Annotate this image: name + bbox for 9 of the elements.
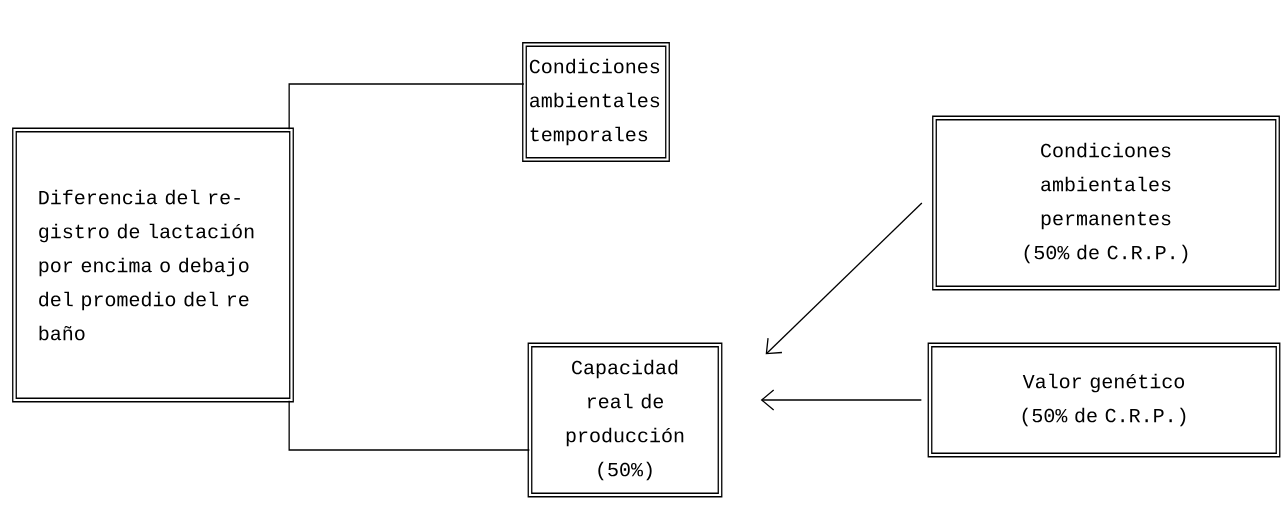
connector-line <box>288 83 525 130</box>
connector-line <box>288 400 530 451</box>
text-box: Capacidad real de producción (50%) <box>527 342 723 498</box>
text-box: Diferencia del re- gistro de lactación por encima o debajo del promedio del re baño <box>12 127 294 403</box>
arrow <box>760 389 922 411</box>
text-box: Condiciones ambientales temporales <box>522 42 670 162</box>
text-box: Valor genético (50% de C.R.P.) <box>927 342 1281 458</box>
text-box: Condiciones ambientales permanentes (50% de C.R.P.) <box>932 115 1280 291</box>
arrow <box>765 202 923 355</box>
